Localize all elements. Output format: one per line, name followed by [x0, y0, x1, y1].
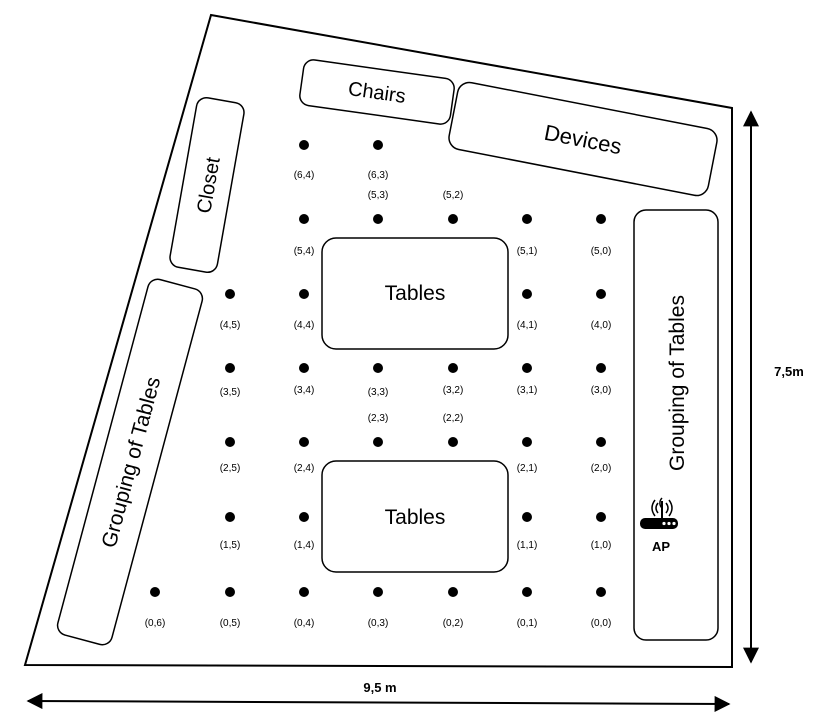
height-label: 7,5m — [774, 364, 804, 379]
svg-text:(5,2): (5,2) — [443, 190, 464, 201]
point-3-2: (3,2) — [443, 363, 464, 396]
point-4-1: (4,1) — [517, 289, 538, 331]
point-5-4: (5,4) — [294, 214, 315, 257]
svg-text:(2,4): (2,4) — [294, 463, 315, 474]
point-1-5: (1,5) — [220, 512, 241, 551]
point-5-1: (5,1) — [517, 214, 538, 257]
point-0-4: (0,4) — [294, 587, 315, 629]
point-3-1: (3,1) — [517, 363, 538, 396]
svg-text:(6,4): (6,4) — [294, 170, 315, 181]
svg-text:(5,1): (5,1) — [517, 246, 538, 257]
svg-text:(0,3): (0,3) — [368, 618, 389, 629]
svg-text:(5,0): (5,0) — [591, 246, 612, 257]
devices-area: Devices — [448, 81, 718, 197]
point-0-1: (0,1) — [517, 587, 538, 629]
svg-text:(5,4): (5,4) — [294, 246, 315, 257]
point-5-0: (5,0) — [591, 214, 612, 257]
point-2-2: (2,2) — [443, 413, 464, 447]
svg-text:(3,5): (3,5) — [220, 387, 241, 398]
grouping-right-label: Grouping of Tables — [666, 295, 689, 471]
svg-text:(2,5): (2,5) — [220, 463, 241, 474]
point-0-2: (0,2) — [443, 587, 464, 629]
width-dimension: 9,5 m — [26, 680, 731, 712]
svg-text:(0,1): (0,1) — [517, 618, 538, 629]
router-icon — [640, 497, 678, 529]
point-1-4: (1,4) — [294, 512, 315, 551]
grouping-right-area: Grouping of Tables — [633, 209, 719, 641]
svg-text:(1,1): (1,1) — [517, 540, 538, 551]
svg-text:(1,4): (1,4) — [294, 540, 315, 551]
point-0-6: (0,6) — [145, 587, 166, 629]
point-1-1: (1,1) — [517, 512, 538, 551]
svg-text:(0,4): (0,4) — [294, 618, 315, 629]
svg-text:(0,6): (0,6) — [145, 618, 166, 629]
tables-top-area: Tables — [321, 237, 509, 350]
svg-text:(4,1): (4,1) — [517, 320, 538, 331]
svg-text:(3,0): (3,0) — [591, 385, 612, 396]
ap-label: AP — [652, 539, 670, 554]
svg-text:(5,3): (5,3) — [368, 190, 389, 201]
svg-text:(3,2): (3,2) — [443, 385, 464, 396]
svg-text:(2,2): (2,2) — [443, 413, 464, 424]
svg-text:(2,3): (2,3) — [368, 413, 389, 424]
access-point: AP — [640, 497, 678, 554]
tables-top-label: Tables — [385, 282, 446, 305]
point-4-4: (4,4) — [294, 289, 315, 331]
point-0-3: (0,3) — [368, 587, 389, 629]
svg-text:(0,5): (0,5) — [220, 618, 241, 629]
point-2-3: (2,3) — [368, 413, 389, 447]
point-3-4: (3,4) — [294, 363, 315, 396]
point-1-0: (1,0) — [591, 512, 612, 551]
point-3-0: (3,0) — [591, 363, 612, 396]
svg-text:(2,0): (2,0) — [591, 463, 612, 474]
svg-text:(0,0): (0,0) — [591, 618, 612, 629]
svg-text:(1,5): (1,5) — [220, 540, 241, 551]
svg-text:(3,3): (3,3) — [368, 387, 389, 398]
point-2-5: (2,5) — [220, 437, 241, 474]
closet-area: Closet — [169, 96, 245, 274]
point-3-3: (3,3) — [368, 363, 389, 398]
point-2-1: (2,1) — [517, 437, 538, 474]
height-dimension: 7,5m — [743, 110, 804, 664]
svg-text:(4,5): (4,5) — [220, 320, 241, 331]
width-label: 9,5 m — [363, 680, 396, 695]
svg-text:(2,1): (2,1) — [517, 463, 538, 474]
point-3-5: (3,5) — [220, 363, 241, 398]
chairs-area: Chairs — [299, 59, 455, 125]
svg-text:(6,3): (6,3) — [368, 170, 389, 181]
point-6-3: (6,3) — [368, 140, 389, 181]
point-0-0: (0,0) — [591, 587, 612, 629]
tables-bottom-label: Tables — [385, 506, 446, 529]
point-4-0: (4,0) — [591, 289, 612, 331]
point-4-5: (4,5) — [220, 289, 241, 331]
point-5-3: (5,3) — [368, 190, 389, 224]
svg-text:(3,1): (3,1) — [517, 385, 538, 396]
point-2-4: (2,4) — [294, 437, 315, 474]
svg-text:(0,2): (0,2) — [443, 618, 464, 629]
svg-text:(4,0): (4,0) — [591, 320, 612, 331]
svg-text:(1,0): (1,0) — [591, 540, 612, 551]
point-0-5: (0,5) — [220, 587, 241, 629]
tables-bottom-area: Tables — [321, 460, 509, 573]
point-2-0: (2,0) — [591, 437, 612, 474]
svg-text:(4,4): (4,4) — [294, 320, 315, 331]
point-5-2: (5,2) — [443, 190, 464, 224]
point-6-4: (6,4) — [294, 140, 315, 181]
svg-text:(3,4): (3,4) — [294, 385, 315, 396]
